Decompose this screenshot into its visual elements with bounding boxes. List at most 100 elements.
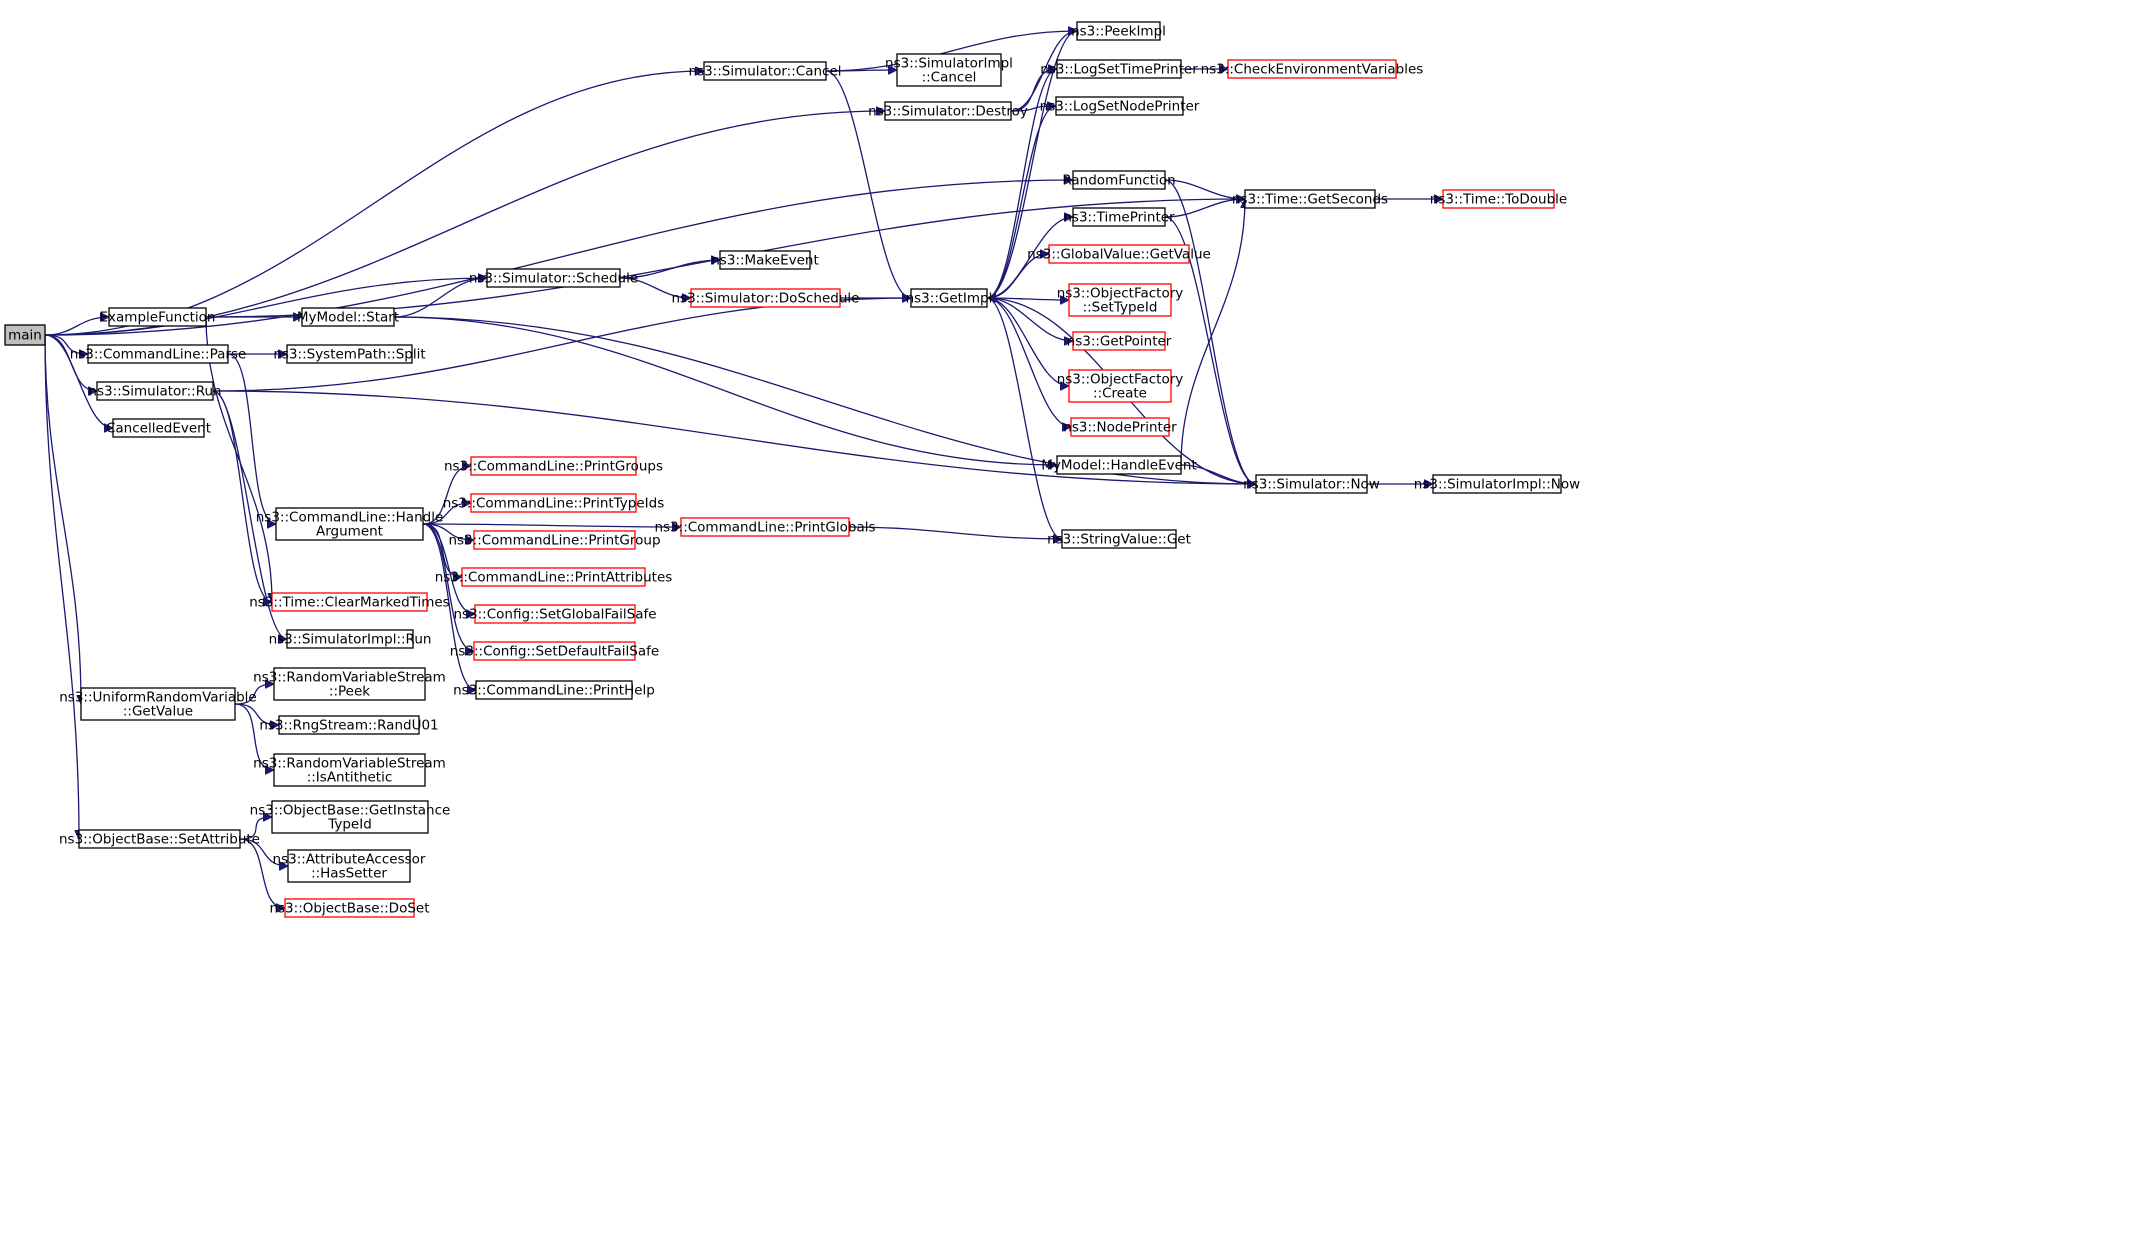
- node-box: [470, 493, 637, 513]
- node-box: [1072, 170, 1166, 190]
- edge-SimCancel-to-GetImpl: [825, 70, 912, 298]
- node-box: [1244, 189, 1376, 209]
- edge-SimCancel-to-SimImplCancel: [825, 70, 897, 71]
- node-label: ns3::ObjectBase::SetAttribute: [59, 832, 260, 848]
- node-label: ns3::SystemPath::Split: [273, 347, 425, 363]
- node-PrintGroup[interactable]: ns3::CommandLine::PrintGroup: [448, 530, 661, 550]
- node-SimRun[interactable]: ns3::Simulator::Run: [88, 381, 222, 401]
- node-label: ns3::MakeEvent: [711, 253, 819, 269]
- node-SetGlobalFailSafe[interactable]: ns3::Config::SetGlobalFailSafe: [453, 604, 657, 624]
- node-box: [273, 667, 426, 701]
- node-AAHasSetter[interactable]: ns3::AttributeAccessor::HasSetter: [273, 849, 426, 883]
- node-LogSetTimePrinter[interactable]: ns3::LogSetTimePrinter: [1040, 59, 1198, 79]
- node-PrintGroups[interactable]: ns3::CommandLine::PrintGroups: [444, 456, 663, 476]
- node-label: ns3::SimulatorImpl::Now: [1414, 477, 1580, 493]
- node-PrintHelp[interactable]: ns3::CommandLine::PrintHelp: [453, 680, 655, 700]
- node-OBSetAttribute[interactable]: ns3::ObjectBase::SetAttribute: [59, 829, 260, 849]
- node-CLParse[interactable]: ns3::CommandLine::Parse: [70, 344, 247, 364]
- node-box: [1072, 331, 1166, 351]
- node-box: [473, 530, 636, 550]
- node-OFCreate[interactable]: ns3::ObjectFactory::Create: [1057, 369, 1184, 403]
- node-SimCancel[interactable]: ns3::Simulator::Cancel: [688, 61, 842, 81]
- edge-GetImpl-to-TimePrinter: [986, 217, 1074, 299]
- node-label: ns3::Config::SetGlobalFailSafe: [453, 607, 656, 623]
- node-NodePrinter[interactable]: ns3::NodePrinter: [1063, 417, 1177, 437]
- node-box: [286, 344, 413, 364]
- edge-GetImpl-to-LogSetTimePrinter: [986, 69, 1058, 299]
- node-box: [703, 61, 827, 81]
- node-GVGetValue[interactable]: ns3::GlobalValue::GetValue: [1027, 244, 1211, 264]
- node-TimeToDouble[interactable]: ns3::Time::ToDouble: [1430, 189, 1567, 209]
- node-MyModelStart[interactable]: MyModel::Start: [297, 307, 399, 327]
- edge-main-to-RandomFunction: [44, 180, 1073, 336]
- node-label: ns3::Simulator::Cancel: [688, 64, 841, 80]
- node-CancelledEvent[interactable]: CancelledEvent: [106, 418, 211, 438]
- node-label: ns3::ObjectFactory: [1057, 286, 1184, 302]
- node-box: [1432, 474, 1562, 494]
- node-SimDestroy[interactable]: ns3::Simulator::Destroy: [868, 101, 1028, 121]
- node-SystemPathSplit[interactable]: ns3::SystemPath::Split: [273, 344, 426, 364]
- node-box: [4, 324, 46, 346]
- node-GetImpl[interactable]: ns3::GetImpl: [906, 288, 993, 308]
- node-box: [273, 753, 426, 787]
- node-label: ns3::LogSetNodePrinter: [1040, 99, 1200, 115]
- node-SimImplCancel[interactable]: ns3::SimulatorImpl::Cancel: [885, 53, 1013, 87]
- node-box: [1061, 529, 1177, 549]
- node-OFSetTypeId[interactable]: ns3::ObjectFactory::SetTypeId: [1057, 283, 1184, 317]
- node-OBDoSet[interactable]: ns3::ObjectBase::DoSet: [269, 898, 430, 918]
- node-label: ns3::CheckEnvironmentVariables: [1201, 62, 1424, 78]
- node-TimePrinter[interactable]: ns3::TimePrinter: [1063, 207, 1175, 227]
- node-box: [1068, 283, 1172, 317]
- edge-MyModelStart-to-SimSchedule: [393, 278, 487, 318]
- node-box: [1442, 189, 1555, 209]
- node-ClearMarked[interactable]: ns3::Time::ClearMarkedTimes: [249, 592, 450, 612]
- node-box: [719, 250, 811, 270]
- node-box: [910, 288, 988, 308]
- node-LogSetNodePrinter[interactable]: ns3::LogSetNodePrinter: [1040, 96, 1200, 116]
- node-label: ns3::Simulator::Destroy: [868, 104, 1028, 120]
- node-label: ns3::Time::ToDouble: [1430, 192, 1567, 208]
- node-RVSIsAnti[interactable]: ns3::RandomVariableStream::IsAntithetic: [253, 753, 446, 787]
- node-label: ns3::ObjectBase::DoSet: [269, 901, 429, 917]
- node-RVSPeek[interactable]: ns3::RandomVariableStream::Peek: [253, 667, 446, 701]
- node-PrintTypeIds[interactable]: ns3::CommandLine::PrintTypeIds: [443, 493, 665, 513]
- node-SimNow[interactable]: ns3::Simulator::Now: [1243, 474, 1380, 494]
- edge-URVGetValue-to-RVSIsAnti: [234, 703, 275, 770]
- node-TimeGetSeconds[interactable]: ns3::Time::GetSeconds: [1232, 189, 1388, 209]
- node-label: ns3::CommandLine::Parse: [70, 347, 247, 363]
- node-MakeEvent[interactable]: ns3::MakeEvent: [711, 250, 819, 270]
- node-box: [1048, 244, 1190, 264]
- edge-SimSchedule-to-MakeEvent: [619, 260, 720, 279]
- node-MyModelHandleEvent[interactable]: MyModel::HandleEvent: [1041, 455, 1197, 475]
- node-CheckEnvVars[interactable]: ns3::CheckEnvironmentVariables: [1201, 59, 1424, 79]
- node-SetDefaultFailSafe[interactable]: ns3::Config::SetDefaultFailSafe: [450, 641, 659, 661]
- node-RngRandU01[interactable]: ns3::RngStream::RandU01: [259, 715, 439, 735]
- node-box: [680, 517, 850, 537]
- node-StringValueGet[interactable]: ns3::StringValue::Get: [1047, 529, 1191, 549]
- node-label: ns3::SimulatorImpl: [885, 56, 1013, 72]
- node-label: ns3::UniformRandomVariable: [59, 690, 257, 706]
- node-SimDoSchedule[interactable]: ns3::Simulator::DoSchedule: [672, 288, 860, 308]
- node-box: [271, 592, 428, 612]
- node-RandomFunction[interactable]: RandomFunction: [1062, 170, 1176, 190]
- node-box: [108, 307, 207, 327]
- node-label: ::IsAntithetic: [307, 770, 393, 786]
- node-URVGetValue[interactable]: ns3::UniformRandomVariable::GetValue: [59, 687, 257, 721]
- node-SimSchedule[interactable]: ns3::Simulator::Schedule: [469, 268, 638, 288]
- node-main[interactable]: main: [4, 324, 46, 346]
- node-PrintGlobals[interactable]: ns3::CommandLine::PrintGlobals: [654, 517, 876, 537]
- node-SimImplNow[interactable]: ns3::SimulatorImpl::Now: [1414, 474, 1580, 494]
- node-SimImplRun[interactable]: ns3::SimulatorImpl::Run: [269, 629, 432, 649]
- node-label: ns3::ObjectFactory: [1057, 372, 1184, 388]
- node-GetPointer[interactable]: ns3::GetPointer: [1067, 331, 1172, 351]
- edge-TimePrinter-to-TimeGetSeconds: [1164, 199, 1245, 218]
- node-label: ns3::Time::ClearMarkedTimes: [249, 595, 449, 611]
- node-PeekImpl[interactable]: ns3::PeekImpl: [1071, 21, 1166, 41]
- node-label: main: [8, 328, 42, 344]
- node-box: [275, 507, 424, 541]
- node-PrintAttributes[interactable]: ns3::CommandLine::PrintAttributes: [435, 567, 673, 587]
- node-ExampleFunction[interactable]: ExampleFunction: [100, 307, 216, 327]
